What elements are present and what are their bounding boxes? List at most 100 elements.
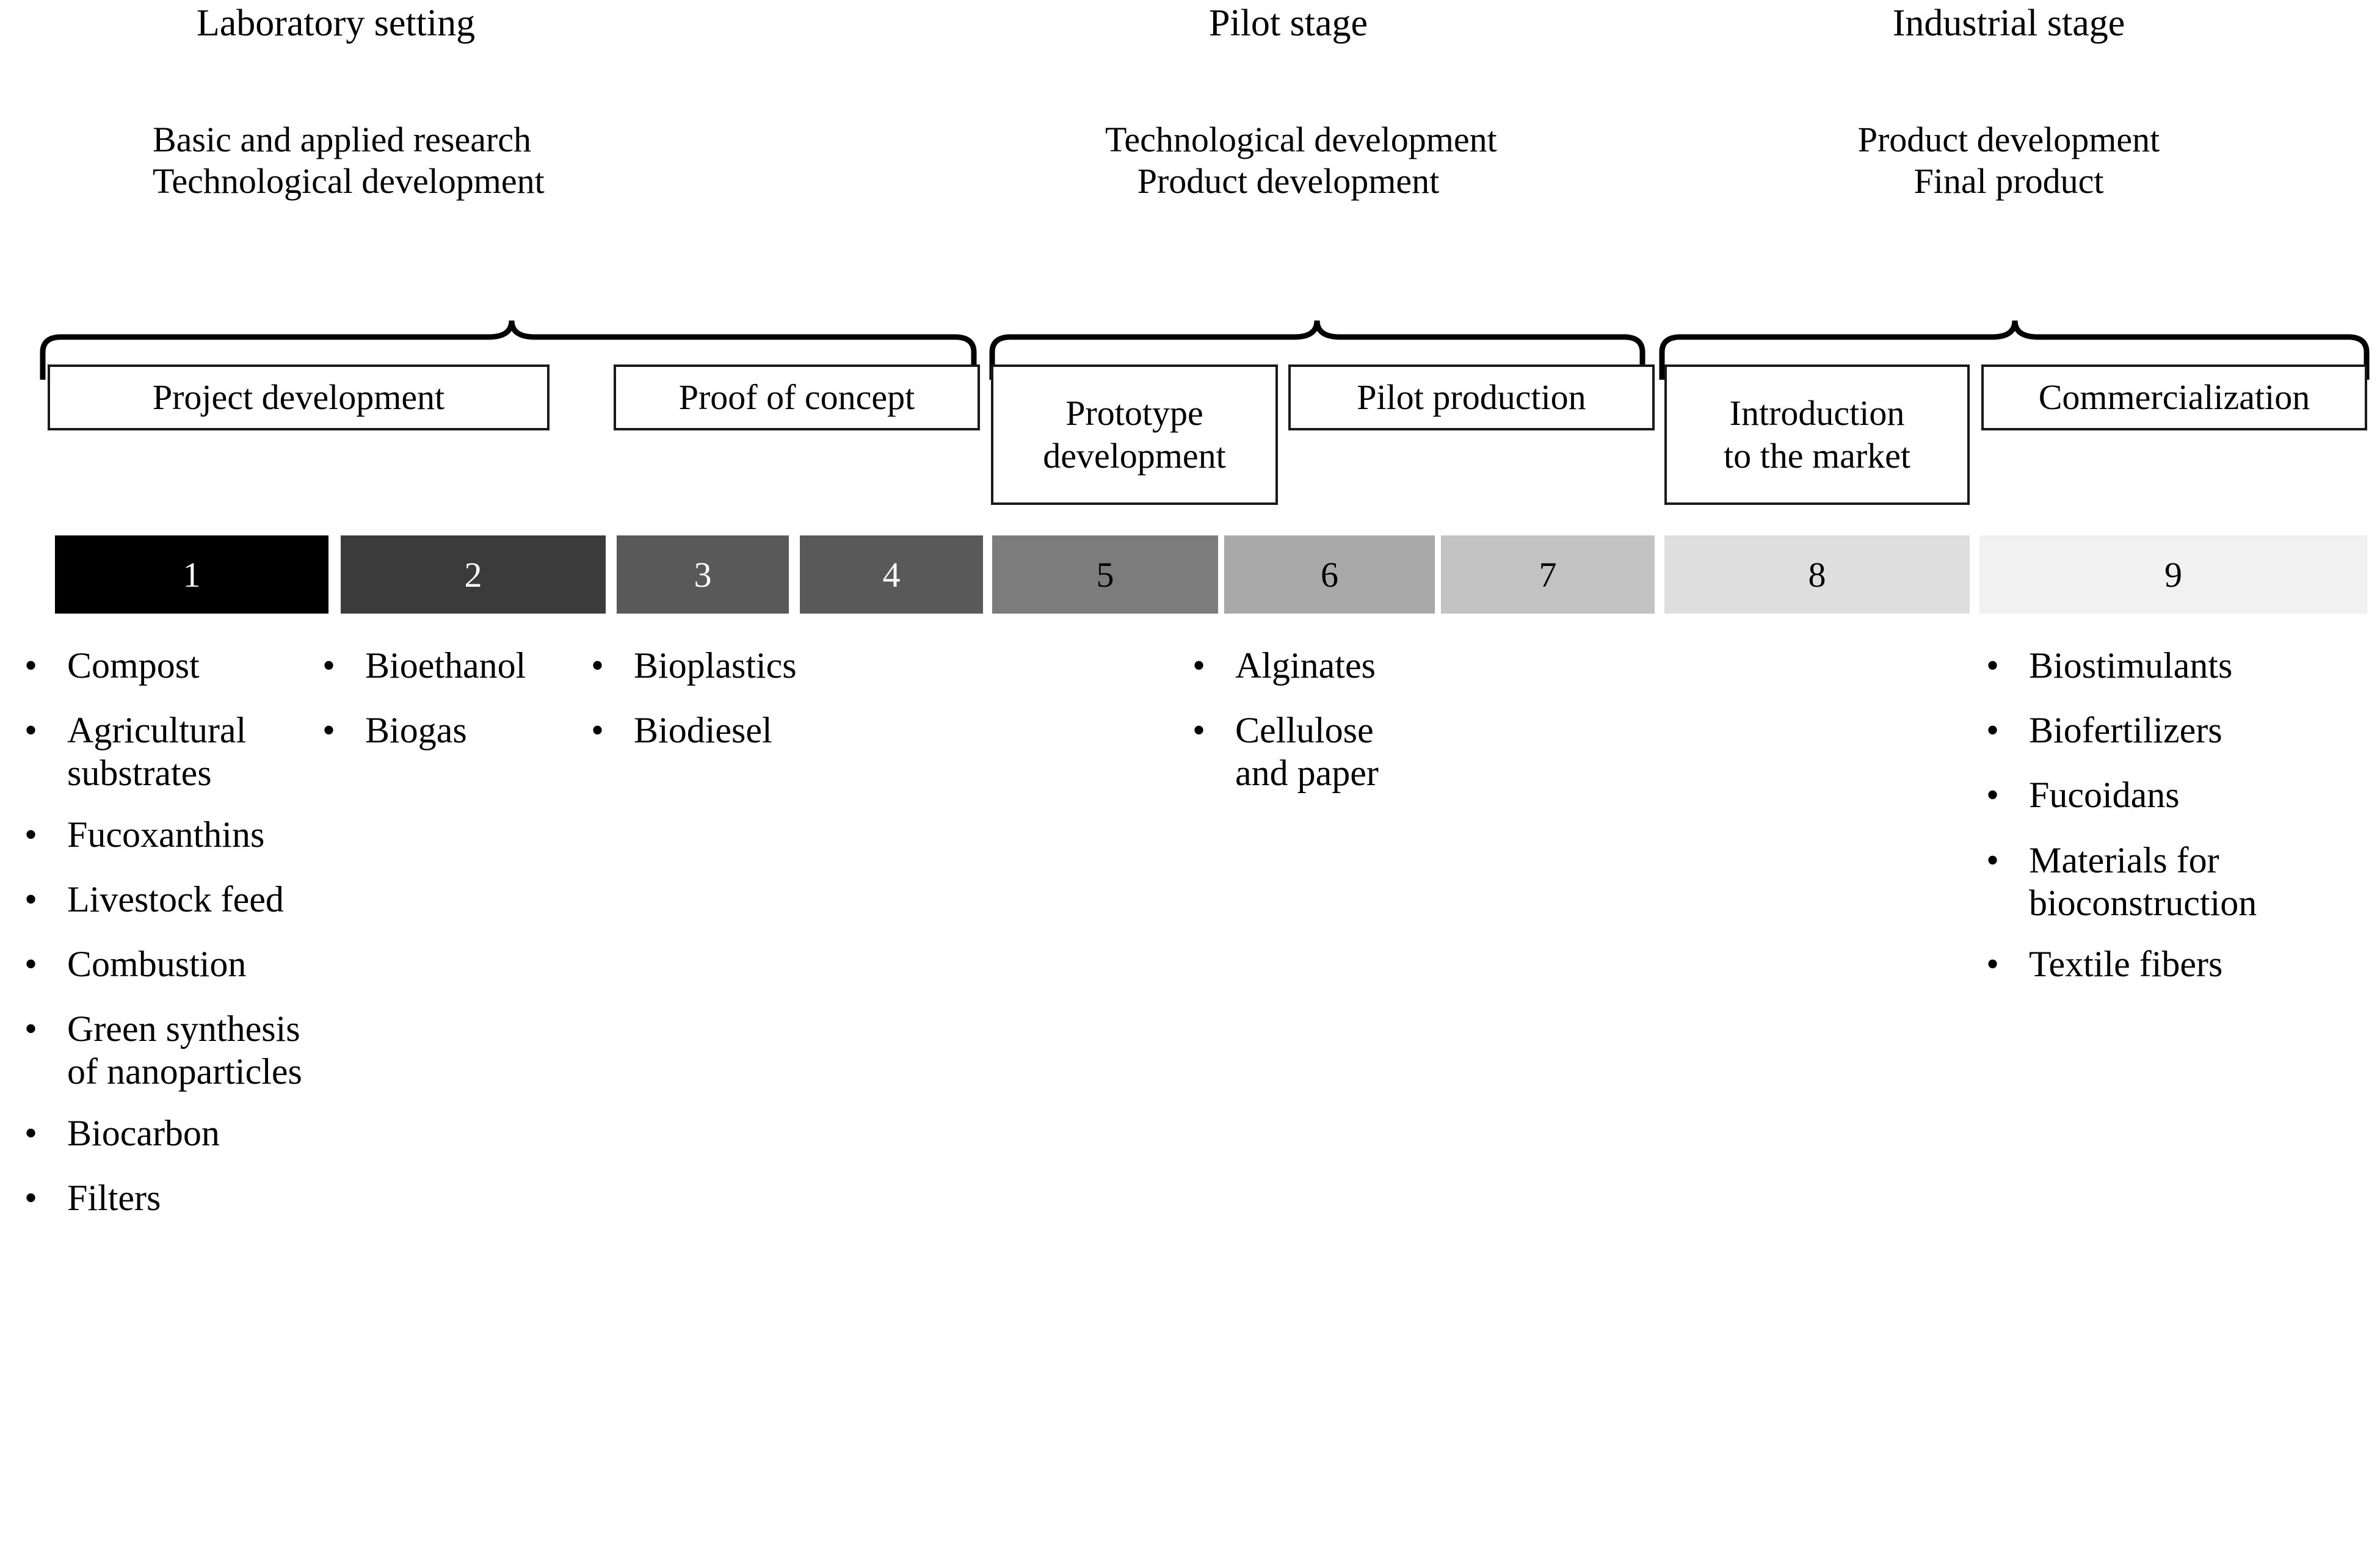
trl-number: 3	[694, 554, 712, 595]
trl-segment-6[interactable]: 6	[1224, 535, 1435, 614]
list-item[interactable]: • Bioplastics	[586, 644, 855, 687]
bullet-dot-icon: •	[1986, 775, 2000, 816]
list-item-label: Biogas	[365, 710, 467, 751]
trl-segment-3[interactable]: 3	[617, 535, 789, 614]
phase-box-label: Pilot production	[1357, 377, 1586, 418]
list-item[interactable]: • Biogas	[317, 709, 574, 752]
stage-activities-industrial: Product development Final product	[1826, 119, 2192, 203]
stage-activity-line: Technological development	[153, 161, 545, 201]
list-item[interactable]: • Combustion	[20, 943, 313, 985]
bullet-dot-icon: •	[1192, 645, 1206, 686]
bullet-dot-icon: •	[591, 710, 604, 751]
bullet-dot-icon: •	[24, 1009, 38, 1049]
list-item-label: Biostimulants	[2029, 645, 2233, 686]
trl-number: 4	[882, 554, 901, 595]
phase-box-introduction-to-the-market[interactable]: Introduction to the market	[1664, 364, 1970, 505]
trl-segment-1[interactable]: 1	[55, 535, 328, 614]
trl-number: 6	[1321, 554, 1338, 595]
bullet-dot-icon: •	[322, 645, 336, 686]
product-list-col-5: • Biostimulants • Biofertilizers • Fucoi…	[1981, 644, 2360, 1007]
list-item-label: Livestock feed	[67, 879, 284, 919]
bullet-dot-icon: •	[1986, 839, 2000, 880]
list-item[interactable]: • Livestock feed	[20, 878, 313, 921]
stage-braces	[40, 320, 2370, 380]
stage-activities-pilot: Technological development Product develo…	[1105, 119, 1497, 203]
bullet-dot-icon: •	[24, 943, 38, 984]
phase-box-proof-of-concept[interactable]: Proof of concept	[614, 364, 980, 430]
list-item[interactable]: • Biocarbon	[20, 1112, 313, 1155]
phase-box-label: Prototype development	[1043, 393, 1226, 476]
phase-box-label: Commercialization	[2038, 377, 2310, 418]
stage-activity-line: Product development	[1857, 120, 2160, 159]
list-item[interactable]: • Agricultural substrates	[20, 709, 313, 794]
list-item[interactable]: • Biofertilizers	[1981, 709, 2360, 752]
trl-segment-5[interactable]: 5	[992, 535, 1218, 614]
phase-box-label: Project development	[152, 377, 445, 418]
list-item[interactable]: • Biodiesel	[586, 709, 855, 752]
list-item-label: Biocarbon	[67, 1112, 220, 1153]
phase-box-project-development[interactable]: Project development	[48, 364, 550, 430]
list-item-label: Cellulose and paper	[1235, 710, 1379, 794]
list-item-label: Fucoxanthins	[67, 814, 265, 855]
brace-industrial	[1659, 320, 2370, 380]
brace-pilot	[989, 320, 1645, 380]
phase-box-label: Proof of concept	[678, 377, 915, 418]
trl-segment-9[interactable]: 9	[1979, 535, 2367, 614]
list-item-label: Agricultural substrates	[67, 710, 247, 794]
trl-number: 5	[1096, 554, 1114, 595]
trl-segment-4[interactable]: 4	[800, 535, 983, 614]
trl-segment-2[interactable]: 2	[341, 535, 606, 614]
stage-activity-line: Final product	[1914, 161, 2104, 201]
list-item-label: Fucoidans	[2029, 775, 2180, 816]
phase-box-prototype-development[interactable]: Prototype development	[991, 364, 1278, 505]
bullet-dot-icon: •	[1986, 645, 2000, 686]
bullet-dot-icon: •	[24, 814, 38, 855]
list-item[interactable]: • Filters	[20, 1176, 313, 1219]
stage-activities-laboratory: Basic and applied research Technological…	[153, 119, 545, 203]
list-item-label: Textile fibers	[2029, 943, 2223, 984]
list-item[interactable]: • Textile fibers	[1981, 943, 2360, 985]
list-item-label: Biodiesel	[634, 710, 772, 751]
product-list-col-2: • Bioethanol • Biogas	[317, 644, 574, 774]
list-item-label: Filters	[67, 1177, 161, 1218]
list-item[interactable]: • Green synthesis of nanoparticles	[20, 1007, 313, 1093]
bullet-dot-icon: •	[24, 1177, 38, 1218]
list-item[interactable]: • Fucoidans	[1981, 774, 2360, 816]
stage-title-pilot: Pilot stage	[1208, 2, 1368, 44]
bullet-dot-icon: •	[24, 879, 38, 919]
phase-box-label: Introduction to the market	[1723, 393, 1910, 476]
list-item-label: Alginates	[1235, 645, 1376, 686]
phase-box-commercialization[interactable]: Commercialization	[1981, 364, 2367, 430]
stage-activity-line: Product development	[1137, 161, 1440, 201]
trl-number: 1	[183, 554, 201, 595]
trl-segment-7[interactable]: 7	[1441, 535, 1655, 614]
product-list-col-4: • Alginates • Cellulose and paper	[1188, 644, 1505, 817]
bullet-dot-icon: •	[24, 710, 38, 751]
product-list-col-1: • Compost • Agricultural substrates • Fu…	[20, 644, 313, 1241]
list-item[interactable]: • Alginates	[1188, 644, 1505, 687]
stage-activity-line: Technological development	[1105, 120, 1497, 159]
trl-segment-8[interactable]: 8	[1664, 535, 1970, 614]
stage-activity-line: Basic and applied research	[153, 120, 531, 159]
trl-number: 7	[1539, 554, 1557, 595]
stage-title-industrial: Industrial stage	[1892, 2, 2125, 44]
list-item-label: Bioplastics	[634, 645, 797, 686]
trl-number: 2	[464, 554, 482, 595]
bullet-dot-icon: •	[24, 1112, 38, 1153]
trl-number: 9	[2164, 554, 2182, 595]
list-item[interactable]: • Cellulose and paper	[1188, 709, 1505, 794]
bullet-dot-icon: •	[1192, 710, 1206, 751]
list-item[interactable]: • Compost	[20, 644, 313, 687]
phase-box-pilot-production[interactable]: Pilot production	[1288, 364, 1655, 430]
brace-laboratory	[40, 320, 977, 380]
list-item[interactable]: • Bioethanol	[317, 644, 574, 687]
bullet-dot-icon: •	[1986, 710, 2000, 751]
list-item[interactable]: • Materials for bioconstruction	[1981, 839, 2360, 924]
list-item-label: Materials for bioconstruction	[2029, 839, 2257, 923]
stage-title-laboratory: Laboratory setting	[196, 2, 476, 44]
list-item[interactable]: • Fucoxanthins	[20, 813, 313, 856]
trl-number: 8	[1808, 554, 1826, 595]
list-item-label: Bioethanol	[365, 645, 526, 686]
list-item[interactable]: • Biostimulants	[1981, 644, 2360, 687]
bullet-dot-icon: •	[1986, 943, 2000, 984]
